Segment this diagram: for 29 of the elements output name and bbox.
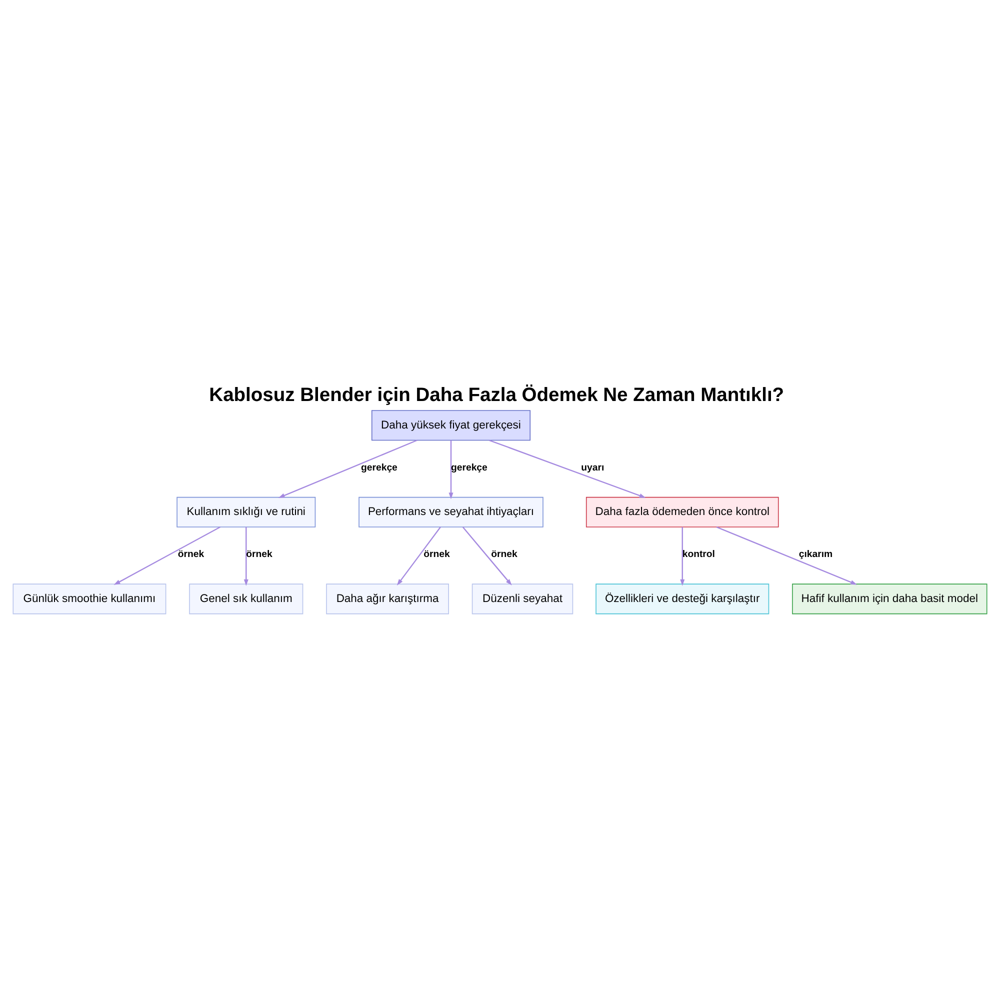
node-box: Günlük smoothie kullanımı: [12, 584, 166, 614]
node-box: Performans ve seyahat ihtiyaçları: [358, 496, 544, 528]
edge-label: örnek: [178, 549, 204, 560]
arrow: [114, 526, 221, 585]
arrow: [489, 440, 646, 498]
arrow: [462, 526, 512, 586]
arrow: [278, 440, 418, 498]
arrow: [680, 527, 685, 586]
node-box: Düzenli seyahat: [472, 584, 574, 614]
node-box: Özellikleri ve desteği karşılaştır: [596, 584, 770, 614]
diagram-title: Kablosuz Blender için Daha Fazla Ödemek Ne Zaman Mantıklı?: [209, 385, 784, 406]
edge-label: kontrol: [682, 549, 715, 560]
arrow: [448, 440, 454, 500]
edge-label: gerekçe: [361, 462, 398, 474]
node-box: Hafif kullanım için daha basit model: [792, 584, 988, 614]
arrow: [716, 526, 858, 585]
arrow: [244, 527, 248, 586]
node-box: Daha fazla ödemeden önce kontrol: [586, 496, 779, 528]
edge-label: örnek: [246, 549, 272, 560]
arrow: [396, 526, 441, 586]
node-box: Daha yüksek fiyat gerekçesi: [371, 410, 531, 441]
edge-label: çıkarım: [798, 549, 833, 560]
edge-label: uyarı: [581, 462, 604, 474]
node-box: Kullanım sıklığı ve rutini: [176, 496, 316, 528]
node-box: Genel sık kullanım: [189, 584, 304, 614]
edge-label: örnek: [424, 549, 450, 560]
node-box: Daha ağır karıştırma: [326, 584, 449, 614]
edge-label: örnek: [491, 549, 518, 560]
edge-label: gerekçe: [450, 462, 488, 474]
